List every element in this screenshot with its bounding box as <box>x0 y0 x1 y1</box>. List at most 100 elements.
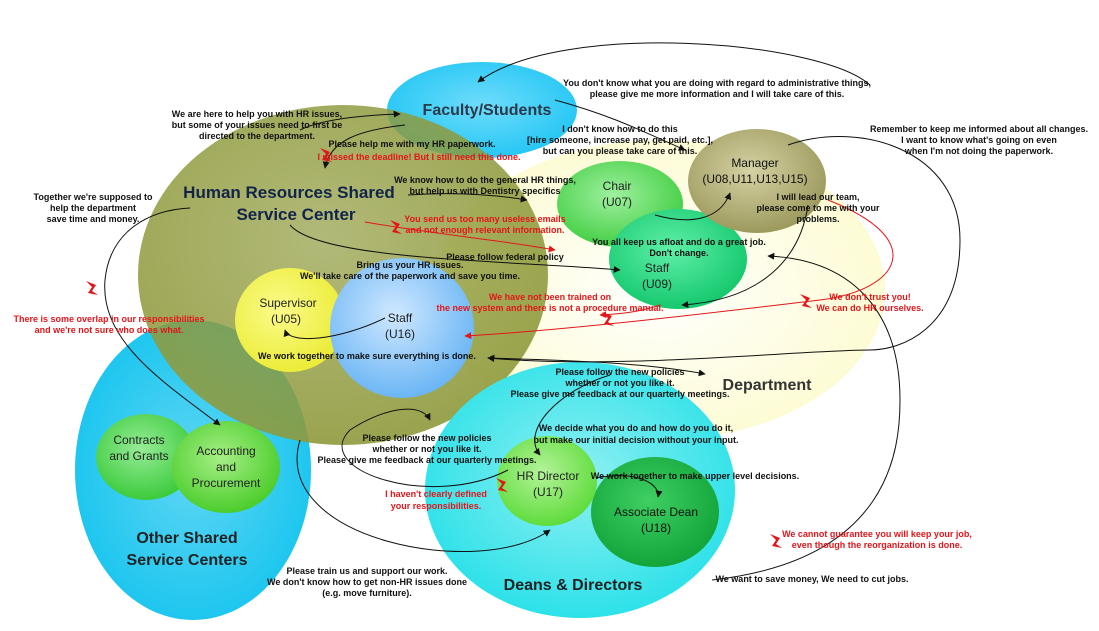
note-not-defined: I haven't clearly defined your responsib… <box>385 489 487 511</box>
svg-text:I want to know what's going on: I want to know what's going on even <box>901 135 1057 145</box>
svg-text:We know how to do the general: We know how to do the general HR things, <box>394 175 576 185</box>
svg-text:please come to me with your: please come to me with your <box>756 203 880 213</box>
hr-director-label: HR Director (U17) <box>517 469 580 499</box>
svg-text:Please train us and support ou: Please train us and support our work. <box>286 566 447 576</box>
svg-text:Service Center: Service Center <box>236 205 355 224</box>
svg-text:(U18): (U18) <box>641 521 671 535</box>
svg-text:please give me more informatio: please give me more information and I wi… <box>590 89 845 99</box>
svg-text:and we're not sure who does wh: and we're not sure who does what. <box>35 325 184 335</box>
department-label: Department <box>723 377 813 394</box>
svg-text:Together we're supposed to: Together we're supposed to <box>34 192 153 202</box>
svg-text:(U09): (U09) <box>642 277 672 291</box>
svg-text:Staff: Staff <box>388 311 413 325</box>
supervisor-label: Supervisor (U05) <box>259 296 316 326</box>
svg-text:but help us with Dentistry spe: but help us with Dentistry specifics <box>409 186 560 196</box>
note-faculty-deadline: I missed the deadline! But I still need … <box>317 152 520 162</box>
svg-text:You send us too many useless e: You send us too many useless emails <box>404 214 565 224</box>
svg-text:We don't know how to get non-H: We don't know how to get non-HR issues d… <box>267 577 467 587</box>
arrow-deans-to-hrdirector <box>533 374 611 456</box>
svg-text:We have not been trained on: We have not been trained on <box>489 292 611 302</box>
arrow-hr-to-chair <box>407 193 528 203</box>
svg-text:We'll take care of the paperwo: We'll take care of the paperwork and sav… <box>300 271 520 281</box>
arrow-staff16-to-supervisor <box>283 317 386 340</box>
note-chair-dontknow: I don't know how to do this [hire someon… <box>527 124 713 156</box>
note-work-together: We work together to make sure everything… <box>258 351 476 361</box>
svg-text:(U05): (U05) <box>271 312 301 326</box>
note-overlap: There is some overlap in our responsibil… <box>13 314 204 335</box>
svg-text:Please give me feedback at our: Please give me feedback at our quarterly… <box>510 389 729 399</box>
staff-u09-label: Staff (U09) <box>642 261 672 291</box>
svg-text:I don't know how to do this: I don't know how to do this <box>562 124 678 134</box>
svg-text:We are here to help you with H: We are here to help you with HR issues, <box>172 109 342 119</box>
note-faculty-paperwork: Please help me with my HR paperwork. <box>328 139 495 149</box>
svg-text:but make our initial decision: but make our initial decision without yo… <box>533 435 738 445</box>
note-federal-policy: Please follow federal policy <box>446 252 564 262</box>
note-faculty-admin: You don't know what you are doing with r… <box>563 78 871 99</box>
svg-text:Don't change.: Don't change. <box>649 248 708 258</box>
svg-text:Supervisor: Supervisor <box>259 296 316 310</box>
svg-text:directed to the department.: directed to the department. <box>199 131 315 141</box>
conflict-bolt-overlap <box>86 281 98 295</box>
associate-dean-label: Associate Dean (U18) <box>614 505 698 535</box>
arrow-hr-to-staff09 <box>289 224 621 273</box>
arrow-hrdirector-to-assocdean <box>595 475 663 498</box>
svg-text:[hire someone, increase pay, g: [hire someone, increase pay, get paid, e… <box>527 135 713 145</box>
conflict-bolt-job <box>770 534 782 548</box>
svg-text:Accounting: Accounting <box>196 444 255 458</box>
svg-text:Staff: Staff <box>645 261 670 275</box>
svg-text:We don't trust you!: We don't trust you! <box>829 292 910 302</box>
manager-label: Manager (U08,U11,U13,U15) <box>702 156 807 186</box>
arrow-staff-to-hrdirector <box>296 439 551 553</box>
arrow-hr-to-faculty <box>299 110 401 131</box>
other-centers-label: Other Shared Service Centers <box>127 530 248 569</box>
arrow-faculty-to-manager <box>554 99 686 151</box>
conflict-bolt-deadline <box>320 148 332 162</box>
faculty-students-label: Faculty/Students <box>423 102 552 119</box>
svg-text:your responsibilities.: your responsibilities. <box>391 501 482 511</box>
svg-text:Please follow the new policies: Please follow the new policies <box>555 367 684 377</box>
note-afloat: You all keep us afloat and do a great jo… <box>592 237 766 258</box>
svg-text:Chair: Chair <box>603 179 632 193</box>
hr-director-circle <box>497 436 597 526</box>
svg-text:the new system and there is no: the new system and there is not a proced… <box>436 303 663 313</box>
note-keep-informed: Remember to keep me informed about all c… <box>870 124 1088 156</box>
note-bring-issues: Bring us your HR issues. We'll take care… <box>300 260 520 281</box>
accounting-procurement-circle <box>172 421 280 513</box>
note-hr-policies: Please follow the new policies whether o… <box>317 433 536 465</box>
svg-text:when I'm not doing the paperwo: when I'm not doing the paperwork. <box>904 146 1053 156</box>
staff-u16-label: Staff (U16) <box>385 311 415 341</box>
note-useless-emails: You send us too many useless emails and … <box>404 214 565 235</box>
deans-directors-label: Deans & Directors <box>504 577 643 594</box>
svg-text:Human Resources Shared: Human Resources Shared <box>183 183 395 202</box>
svg-text:Other Shared: Other Shared <box>136 530 237 547</box>
associate-dean-circle <box>591 457 719 567</box>
svg-text:Service Centers: Service Centers <box>127 552 248 569</box>
svg-text:and Grants: and Grants <box>109 449 168 463</box>
svg-text:(U07): (U07) <box>602 195 632 209</box>
svg-text:but some of your issues need t: but some of your issues need to first be <box>172 120 343 130</box>
arrow-red-emails <box>364 221 556 253</box>
note-hr-help: We are here to help you with HR issues, … <box>172 109 343 141</box>
contracts-grants-circle <box>96 414 196 500</box>
svg-text:We can do HR ourselves.: We can do HR ourselves. <box>816 303 923 313</box>
arrow-hr-to-accounting <box>104 207 221 426</box>
svg-text:whether or not you like it.: whether or not you like it. <box>371 444 481 454</box>
svg-text:There is some overlap in our r: There is some overlap in our responsibil… <box>13 314 204 324</box>
conflict-bolt-trust <box>800 294 812 308</box>
arrow-manager-to-staff09 <box>681 204 809 309</box>
svg-text:Contracts: Contracts <box>113 433 164 447</box>
staff-u09-circle <box>609 209 747 309</box>
note-train-support: Please train us and support our work. We… <box>267 566 467 598</box>
svg-text:I will lead our team,: I will lead our team, <box>776 192 859 202</box>
svg-text:HR Director: HR Director <box>517 469 580 483</box>
conflict-bolt-responsibilities <box>496 478 508 492</box>
svg-text:We cannot guarantee you will k: We cannot guarantee you will keep your j… <box>782 529 972 539</box>
svg-text:Bring us your HR issues.: Bring us your HR issues. <box>356 260 463 270</box>
supervisor-circle <box>235 268 345 372</box>
svg-text:You all keep us afloat and do: You all keep us afloat and do a great jo… <box>592 237 766 247</box>
svg-text:Please follow the new policies: Please follow the new policies <box>362 433 491 443</box>
svg-text:(U17): (U17) <box>533 485 563 499</box>
arrow-red-dont-trust <box>464 199 894 340</box>
